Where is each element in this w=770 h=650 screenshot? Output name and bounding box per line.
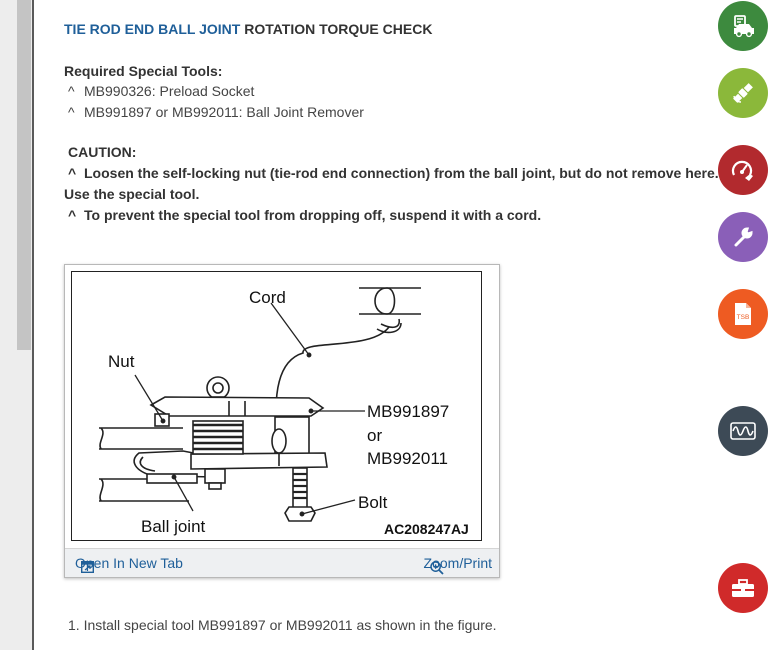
- gauge-icon: [731, 160, 753, 181]
- left-border: [32, 0, 34, 650]
- toolbox-icon: [732, 579, 754, 597]
- left-scrollbar[interactable]: [17, 0, 31, 350]
- label-bolt: Bolt: [358, 493, 388, 512]
- step-item: 1. Install special tool MB991897 or MB99…: [68, 617, 497, 633]
- label-or: or: [367, 426, 382, 445]
- caution-line: ^Loosen the self-locking nut (tie-rod en…: [68, 165, 719, 181]
- caution-line: ^To prevent the special tool from droppi…: [68, 207, 542, 223]
- open-in-new-tab-link[interactable]: Open In New Tab: [75, 555, 183, 573]
- leader-lines: [134, 302, 365, 517]
- wrench-icon: [734, 227, 753, 247]
- required-tools-heading: Required Special Tools:: [64, 63, 223, 79]
- procedure-figure: Cord Nut MB991897 or MB992011 Bolt Ball …: [64, 264, 500, 578]
- zoom-in-icon: [429, 561, 444, 575]
- figure-code: AC208247AJ: [384, 521, 469, 537]
- title-rest: ROTATION TORQUE CHECK: [240, 21, 433, 37]
- label-ball-joint: Ball joint: [141, 517, 206, 536]
- tool-item: ^MB991897 or MB992011: Ball Joint Remove…: [68, 104, 364, 120]
- open-in-new-tab-label: Open In New Tab: [75, 555, 183, 571]
- open-tab-icon: [81, 561, 94, 573]
- tsb-button[interactable]: TSB: [718, 289, 768, 339]
- title-link[interactable]: TIE ROD END BALL JOINT: [64, 21, 241, 37]
- waveform-button[interactable]: [718, 406, 768, 456]
- tool-item: ^MB990326: Preload Socket: [68, 83, 255, 99]
- diagnostics-button[interactable]: [718, 145, 768, 195]
- vehicle-info-button[interactable]: [718, 1, 768, 51]
- caution-heading: CAUTION:: [68, 144, 137, 160]
- caution-continuation: Use the special tool.: [64, 186, 200, 202]
- satellite-icon: [733, 83, 753, 103]
- label-tool-mb991897: MB991897: [367, 402, 449, 421]
- zoom-print-label: Zoom/Print: [423, 555, 492, 571]
- label-nut: Nut: [108, 352, 135, 371]
- vehicle-icon: [734, 15, 754, 38]
- page-title: TIE ROD END BALL JOINT ROTATION TORQUE C…: [64, 21, 432, 37]
- label-cord: Cord: [249, 288, 286, 307]
- tsb-document-icon: TSB: [735, 303, 751, 325]
- ball-joint-remover: [149, 376, 328, 522]
- ball-joint-diagram: Cord Nut MB991897 or MB992011 Bolt Ball …: [71, 271, 482, 541]
- label-tool-mb992011: MB992011: [367, 449, 448, 468]
- waveform-icon: [730, 422, 756, 440]
- pipe-with-cord: [275, 287, 421, 436]
- repair-button[interactable]: [718, 212, 768, 262]
- figure-footer: Open In New Tab Zoom/Print: [65, 548, 499, 577]
- toolbox-button[interactable]: [718, 563, 768, 613]
- svg-text:TSB: TSB: [737, 314, 750, 321]
- satellite-button[interactable]: [718, 68, 768, 118]
- zoom-print-link[interactable]: Zoom/Print: [423, 555, 492, 575]
